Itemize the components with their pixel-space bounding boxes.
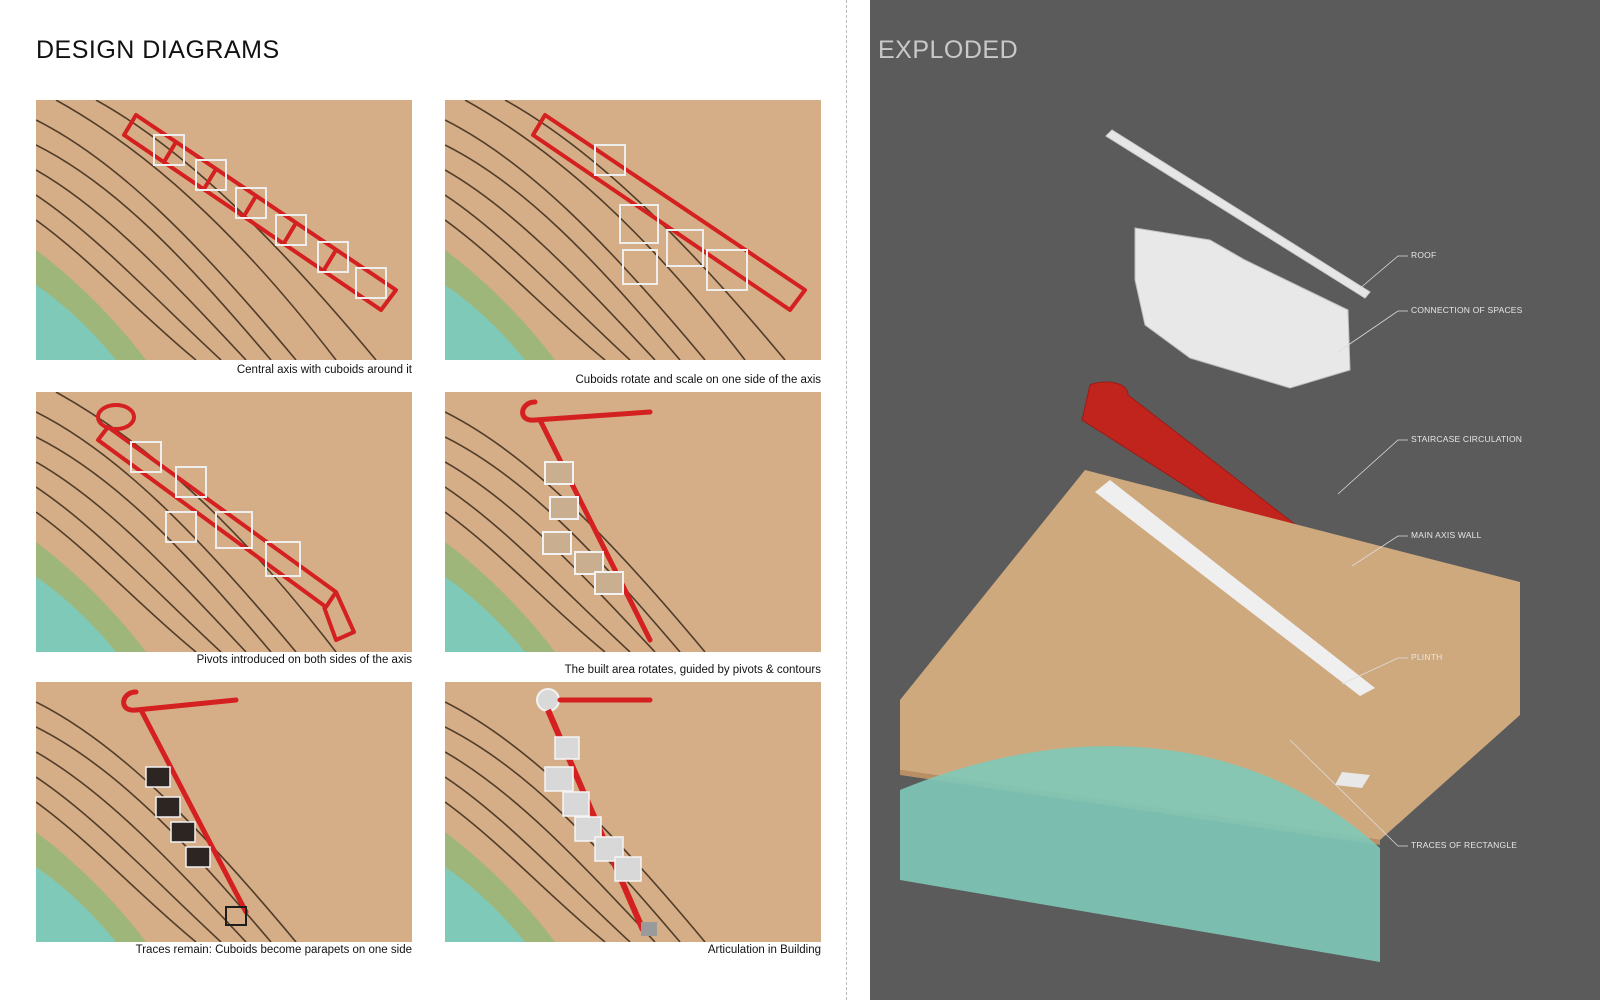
page-divider <box>846 0 847 1000</box>
diagram-panel-1 <box>36 100 412 360</box>
diagram-5-illustration <box>36 682 412 942</box>
label-staircase-circulation: STAIRCASE CIRCULATION <box>1411 434 1523 444</box>
label-connection-of-spaces: CONNECTION OF SPACES <box>1411 305 1523 315</box>
diagram-1-illustration <box>36 100 412 360</box>
design-diagrams-page: DESIGN DIAGRAMS <box>36 36 822 956</box>
traces-of-rectangle-element <box>1335 772 1370 788</box>
diagram-caption-1: Central axis with cuboids around it <box>236 364 412 376</box>
diagram-panel-5 <box>36 682 412 942</box>
diagram-3-illustration <box>36 392 412 652</box>
diagram-panel-3 <box>36 392 412 652</box>
label-roof: ROOF <box>1411 250 1437 260</box>
diagram-caption-3: Pivots introduced on both sides of the a… <box>196 654 412 666</box>
water-body <box>900 746 1380 962</box>
plinth-element <box>1095 480 1375 696</box>
label-traces-of-rectangle: TRACES OF RECTANGLE <box>1411 840 1518 850</box>
diagram-caption-6: Articulation in Building <box>707 944 821 956</box>
plinth-terrain <box>900 470 1520 840</box>
diagram-panel-2 <box>445 100 821 360</box>
diagram-4-illustration <box>445 392 821 652</box>
leader-lines <box>1289 255 1408 847</box>
diagram-caption-5: Traces remain: Cuboids become parapets o… <box>135 944 412 956</box>
exploded-axonometric-drawing <box>900 129 1520 962</box>
diagram-2-illustration <box>445 100 821 360</box>
diagram-panel-4 <box>445 392 821 652</box>
connection-of-spaces-element <box>1134 227 1351 389</box>
diagram-caption-4: The built area rotates, guided by pivots… <box>564 664 821 676</box>
label-main-axis-wall: MAIN AXIS WALL <box>1411 530 1482 540</box>
roof-element <box>1105 129 1371 299</box>
page-title: DESIGN DIAGRAMS <box>36 36 280 64</box>
diagram-panel-6 <box>445 682 821 942</box>
diagram-caption-2: Cuboids rotate and scale on one side of … <box>575 374 822 386</box>
exploded-page: EXPLODED ROOF CONNECTION OF SPACE <box>870 0 1600 1000</box>
exploded-title: EXPLODED <box>878 36 1019 64</box>
label-plinth: PLINTH <box>1411 652 1443 662</box>
diagram-6-illustration <box>445 682 821 942</box>
